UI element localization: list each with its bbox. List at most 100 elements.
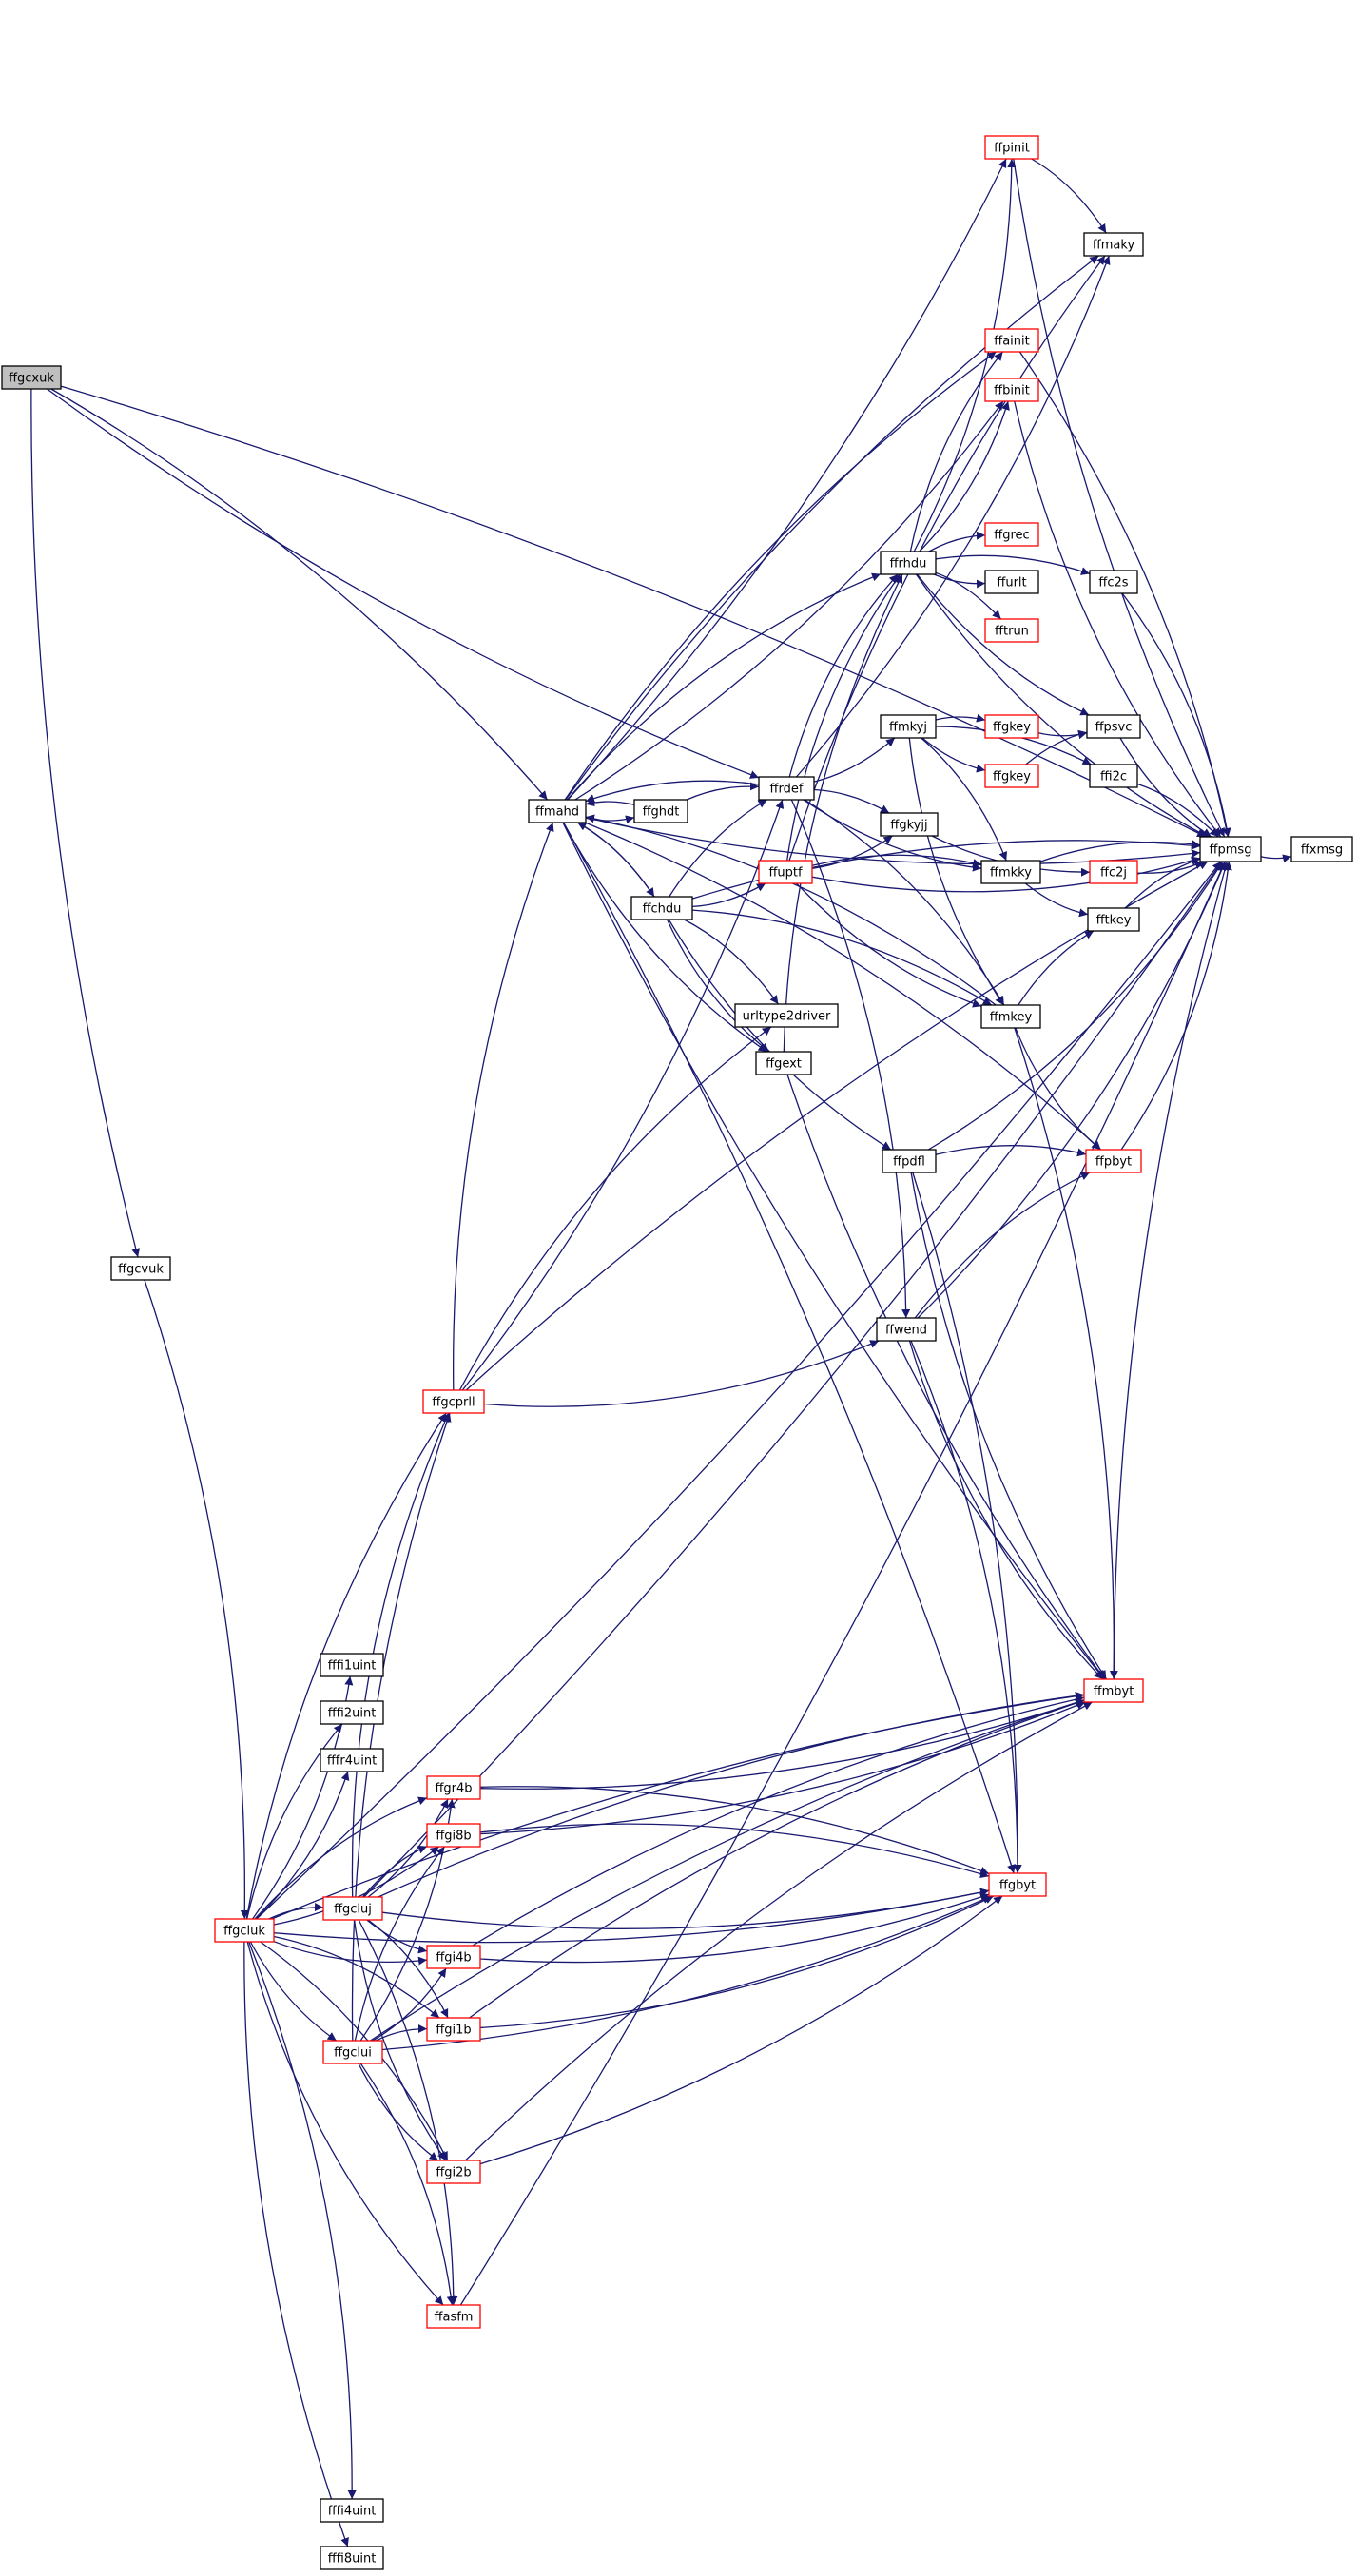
node-ffgcvuk[interactable]: ffgcvuk: [110, 1256, 171, 1281]
node-label: urltype2driver: [743, 1010, 831, 1024]
edge-path: [567, 158, 1007, 801]
node-ffainit[interactable]: ffainit: [984, 328, 1039, 353]
edge-ffrhdu-to-ffc2s: [935, 554, 1091, 575]
node-fffi1uint[interactable]: fffi1uint: [320, 1653, 384, 1677]
node-label: ffrdef: [770, 783, 804, 797]
edge-path: [464, 1701, 1093, 2161]
node-ffmahd[interactable]: ffmahd: [528, 799, 587, 823]
edge-path: [366, 1919, 428, 1954]
node-ffgr4b[interactable]: ffgr4b: [426, 1775, 481, 1800]
node-ffgcluj[interactable]: ffgcluj: [322, 1896, 383, 1921]
node-ffuptf[interactable]: ffuptf: [758, 860, 813, 884]
node-ffmkky[interactable]: ffmkky: [980, 860, 1041, 884]
node-fffi4uint[interactable]: fffi4uint: [320, 2498, 384, 2523]
node-box: [880, 714, 937, 739]
node-fftkey[interactable]: fftkey: [1087, 907, 1140, 932]
node-box: [1087, 907, 1140, 932]
edge-ffgcxuk-to-ffrdef: [47, 388, 760, 779]
node-box: [984, 618, 1039, 643]
node-ffwend[interactable]: ffwend: [876, 1317, 937, 1342]
node-box: [320, 2546, 384, 2570]
nodes-layer: ffgcxuk ffgcvuk ffgcluk fffi1uint fffi2uint f…: [1, 135, 1353, 2570]
node-fffr4uint[interactable]: fffr4uint: [320, 1748, 384, 1772]
node-ffgclui[interactable]: ffgclui: [322, 2040, 383, 2064]
edge-path: [246, 1723, 343, 1920]
node-ffmaky[interactable]: ffmaky: [1083, 232, 1144, 257]
edge-ffgcprll-to-ffwend: [483, 1340, 880, 1407]
edge-path: [367, 1919, 449, 2019]
edge-ffgkey2-to-ffpsvc: [1025, 729, 1088, 765]
edge-ffgi8b-to-ffgbyt: [479, 1823, 990, 1878]
node-ffgext[interactable]: ffgext: [755, 1051, 812, 1075]
node-fffi8uint[interactable]: fffi8uint: [320, 2546, 384, 2570]
node-ffxmsg[interactable]: ffxmsg: [1290, 836, 1353, 862]
node-ffpdfl[interactable]: ffpdfl: [882, 1149, 937, 1173]
node-ffpmsg[interactable]: ffpmsg: [1199, 836, 1262, 862]
node-ffmkey[interactable]: ffmkey: [980, 1004, 1041, 1029]
node-label: ffgkyjj: [890, 819, 927, 833]
edge-path: [935, 713, 986, 723]
node-ffgkey1[interactable]: ffgkey: [984, 714, 1039, 739]
node-label: ffgcxuk: [9, 372, 54, 386]
node-ffmkyj[interactable]: ffmkyj: [880, 714, 937, 739]
node-box: [1, 365, 62, 390]
node-label: fffi2uint: [328, 1707, 377, 1721]
node-ffasfm[interactable]: ffasfm: [426, 2304, 481, 2329]
node-ffpinit[interactable]: ffpinit: [984, 135, 1039, 160]
node-ffmbyt[interactable]: ffmbyt: [1083, 1678, 1144, 1703]
node-ffgi1b[interactable]: ffgi1b: [426, 2017, 481, 2042]
node-ffrdef[interactable]: ffrdef: [758, 776, 815, 801]
edge-path: [469, 1698, 1085, 2019]
node-ffurlt[interactable]: ffurlt: [984, 570, 1039, 594]
edges-layer: [30, 158, 1292, 2547]
edge-ffuptf-to-ffmkey: [796, 882, 982, 1008]
node-ffbinit[interactable]: ffbinit: [984, 378, 1039, 402]
node-ffgi8b[interactable]: ffgi8b: [426, 1823, 481, 1848]
node-ffgcluk[interactable]: ffgcluk: [214, 1918, 275, 1943]
node-box: [984, 135, 1039, 160]
node-label: ffpdfl: [893, 1155, 925, 1170]
edge-path: [452, 822, 554, 1391]
edge-path: [913, 158, 1017, 552]
edge-ffgcluj-to-ffgi4b: [366, 1919, 428, 1954]
node-ffc2s[interactable]: ffc2s: [1089, 570, 1138, 594]
node-fftrun[interactable]: fftrun: [984, 618, 1039, 643]
node-ffpbyt[interactable]: ffpbyt: [1085, 1149, 1142, 1173]
node-ffgkey2[interactable]: ffgkey: [984, 764, 1039, 788]
node-ffchdu[interactable]: ffchdu: [630, 896, 693, 920]
edge-path: [584, 822, 1102, 1151]
edge-path: [1136, 783, 1219, 838]
node-ffgi2b[interactable]: ffgi2b: [426, 2160, 481, 2184]
node-fffi2uint[interactable]: fffi2uint: [320, 1700, 384, 1725]
node-ffgkyjj[interactable]: ffgkyjj: [880, 812, 939, 837]
node-box: [320, 1700, 384, 1725]
edge-path: [562, 822, 1105, 1680]
edge-path: [919, 400, 1010, 552]
node-box: [322, 1896, 383, 1921]
node-ffc2j[interactable]: ffc2j: [1089, 860, 1138, 884]
node-box: [984, 378, 1039, 402]
node-label: ffuptf: [768, 866, 803, 881]
node-ffgcxuk[interactable]: ffgcxuk: [1, 365, 62, 390]
edge-path: [686, 782, 760, 801]
edge-path: [669, 799, 767, 898]
edge-path: [786, 1074, 1106, 1680]
node-ffgcprll[interactable]: ffgcprll: [422, 1389, 485, 1414]
edge-path: [1013, 158, 1226, 838]
node-urltype2driver[interactable]: urltype2driver: [734, 1003, 839, 1028]
node-ffpsvc[interactable]: ffpsvc: [1086, 714, 1141, 739]
node-box: [214, 1918, 275, 1943]
node-ffi2c[interactable]: ffi2c: [1089, 764, 1138, 788]
node-box: [980, 1004, 1041, 1029]
node-ffghdt[interactable]: ffghdt: [633, 799, 688, 823]
edge-path: [243, 1941, 349, 2547]
edge-ffgi8b-to-ffmbyt: [479, 1701, 1086, 1835]
node-ffgi4b[interactable]: ffgi4b: [426, 1945, 481, 1969]
node-ffgrec[interactable]: ffgrec: [984, 522, 1039, 547]
edge-path: [788, 255, 1106, 862]
node-ffrhdu[interactable]: ffrhdu: [880, 551, 937, 575]
edge-ffgcluk-to-fffr4uint: [255, 1771, 350, 1920]
edge-ffgclui-to-ffasfm: [359, 2063, 456, 2306]
node-ffgbyt[interactable]: ffgbyt: [988, 1872, 1047, 1897]
edge-path: [358, 1919, 458, 2306]
